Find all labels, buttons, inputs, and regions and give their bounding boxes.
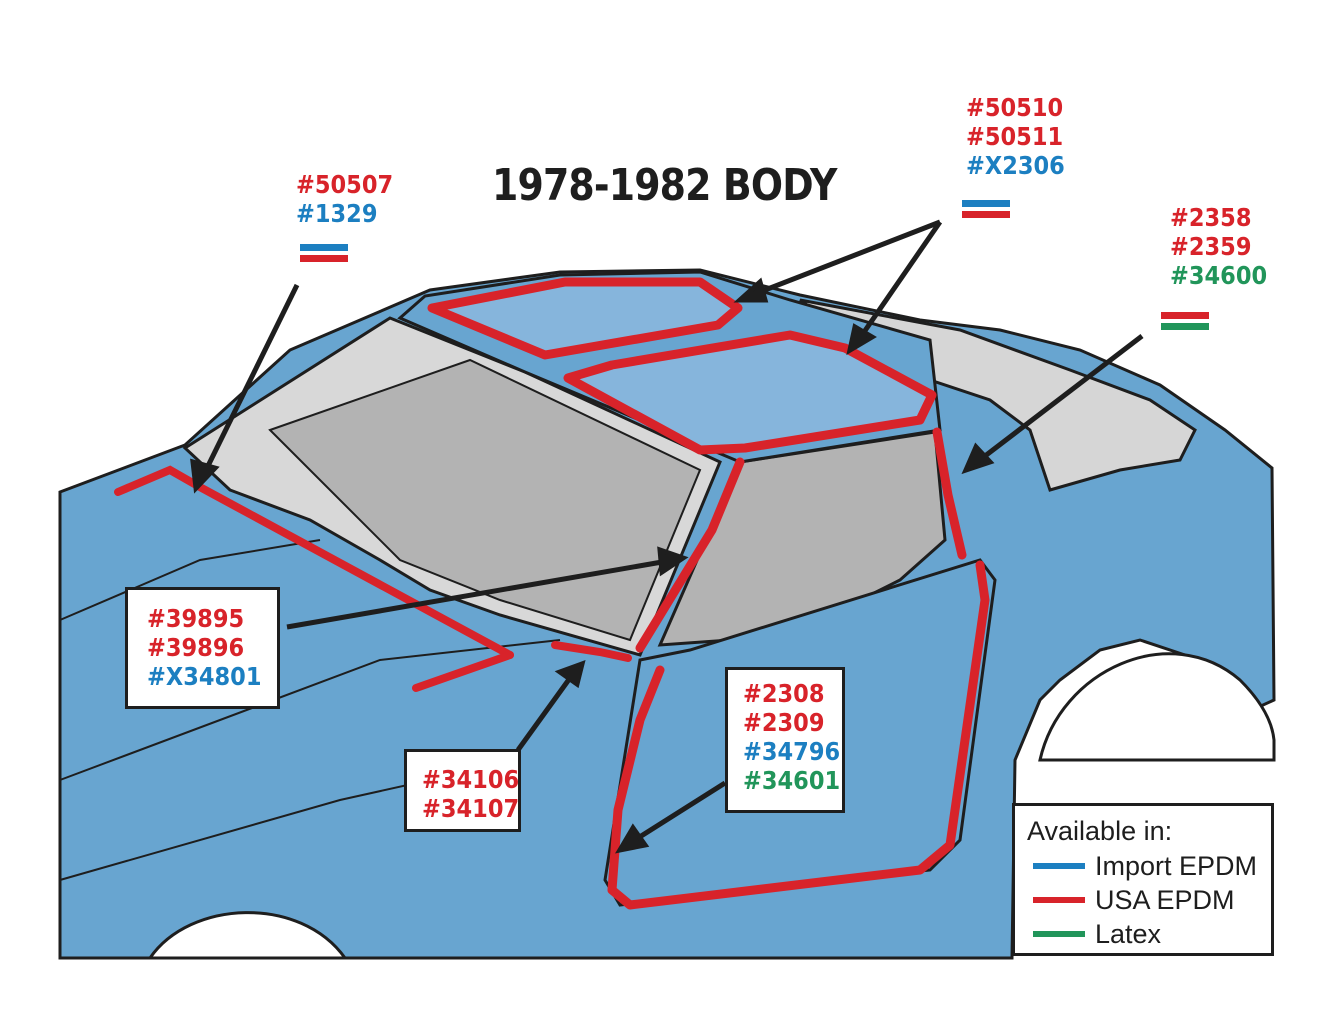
seal-door [607, 560, 990, 910]
part-number: #50510 [966, 93, 1064, 122]
swatch-roof-usa [962, 211, 1010, 218]
callout-cowl: #50507 #1329 [296, 170, 393, 228]
seal-cowl [114, 465, 514, 659]
seal-b-pillar [932, 427, 967, 560]
part-number: #34601 [743, 766, 841, 795]
callout-door-box: #2308 #2309 #34796 #34601 [725, 667, 845, 813]
part-number: #2309 [743, 708, 825, 737]
callout-arrows [190, 219, 1144, 854]
part-number: #34106 [422, 765, 520, 794]
swatch-cowl-usa [300, 255, 348, 262]
seal-a-pillar [635, 457, 745, 653]
legend-label: Latex [1095, 918, 1162, 949]
part-number: #2358 [1170, 203, 1252, 232]
front-wheel-well [147, 911, 348, 960]
swatch-pillar-usa [1161, 312, 1209, 319]
roof-panel-rear [427, 277, 743, 360]
swatch-cowl-import [300, 244, 348, 251]
part-number: #39895 [147, 604, 245, 633]
part-number: #50511 [966, 122, 1064, 151]
legend-item-usa-epdm: USA EPDM [1033, 884, 1235, 916]
legend-swatch [1033, 931, 1085, 937]
part-number: #34107 [422, 794, 520, 823]
windshield-inner [268, 358, 702, 642]
part-number: #34600 [1170, 261, 1268, 290]
part-number: #2359 [1170, 232, 1252, 261]
seal-lower-corner [551, 641, 632, 662]
part-number: #2308 [743, 679, 825, 708]
part-number: #X2306 [966, 151, 1065, 180]
callout-pillar: #2358 #2359 #34600 [1170, 203, 1267, 290]
legend-label: USA EPDM [1095, 884, 1235, 915]
legend-title: Available in: [1027, 816, 1173, 846]
legend-swatch [1033, 863, 1085, 869]
legend: Available in: Import EPDM USA EPDM Latex [1012, 803, 1274, 956]
legend-label: Import EPDM [1095, 850, 1258, 881]
part-number: #X34801 [147, 662, 262, 691]
rear-wheel-well [1038, 652, 1276, 762]
swatch-roof-import [962, 200, 1010, 207]
part-number: #39896 [147, 633, 245, 662]
swatch-pillar-latex [1161, 323, 1209, 330]
part-number: #1329 [296, 199, 378, 228]
legend-item-latex: Latex [1033, 918, 1161, 950]
callout-roof: #50510 #50511 #X2306 [966, 93, 1065, 180]
part-number: #50507 [296, 170, 394, 199]
callout-windshield-box: #39895 #39896 #X34801 [125, 587, 280, 709]
seal-cowl-end [412, 651, 514, 692]
availability-swatches [300, 200, 1209, 330]
part-number: #34796 [743, 737, 841, 766]
diagram-title: 1978-1982 BODY [492, 160, 837, 211]
legend-swatch [1033, 897, 1085, 903]
roof-panel-front [563, 330, 937, 455]
legend-item-import-epdm: Import EPDM [1033, 850, 1257, 882]
callout-lower-corner-box: #34106 #34107 [404, 749, 521, 832]
